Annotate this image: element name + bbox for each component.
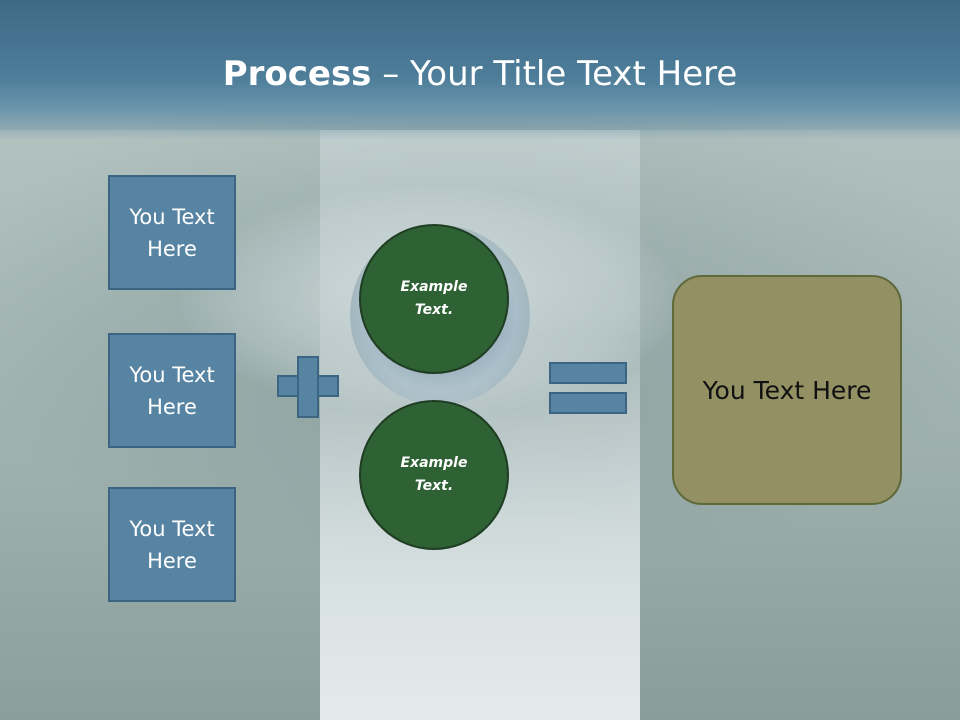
circle-label: Example Text.	[400, 455, 468, 494]
plus-center	[299, 377, 317, 395]
left-box-label: You Text Here	[129, 362, 215, 419]
slide-title[interactable]: Process – Your Title Text Here	[0, 52, 960, 96]
result-box[interactable]: You Text Here	[672, 275, 902, 505]
left-box-3[interactable]: You Text Here	[108, 487, 236, 602]
equals-bottom-bar	[549, 392, 627, 414]
equals-top-bar	[549, 362, 627, 384]
title-bold: Process	[222, 54, 372, 94]
left-box-2[interactable]: You Text Here	[108, 333, 236, 448]
title-bar: Process – Your Title Text Here	[0, 0, 960, 140]
circle-label: Example Text.	[400, 279, 468, 318]
left-box-label: You Text Here	[129, 516, 215, 573]
title-rest: – Your Title Text Here	[371, 54, 738, 94]
left-box-label: You Text Here	[129, 204, 215, 261]
left-box-1[interactable]: You Text Here	[108, 175, 236, 290]
result-label: You Text Here	[702, 375, 872, 405]
example-circle-2[interactable]: Example Text.	[359, 400, 509, 550]
example-circle-1[interactable]: Example Text.	[359, 224, 509, 374]
